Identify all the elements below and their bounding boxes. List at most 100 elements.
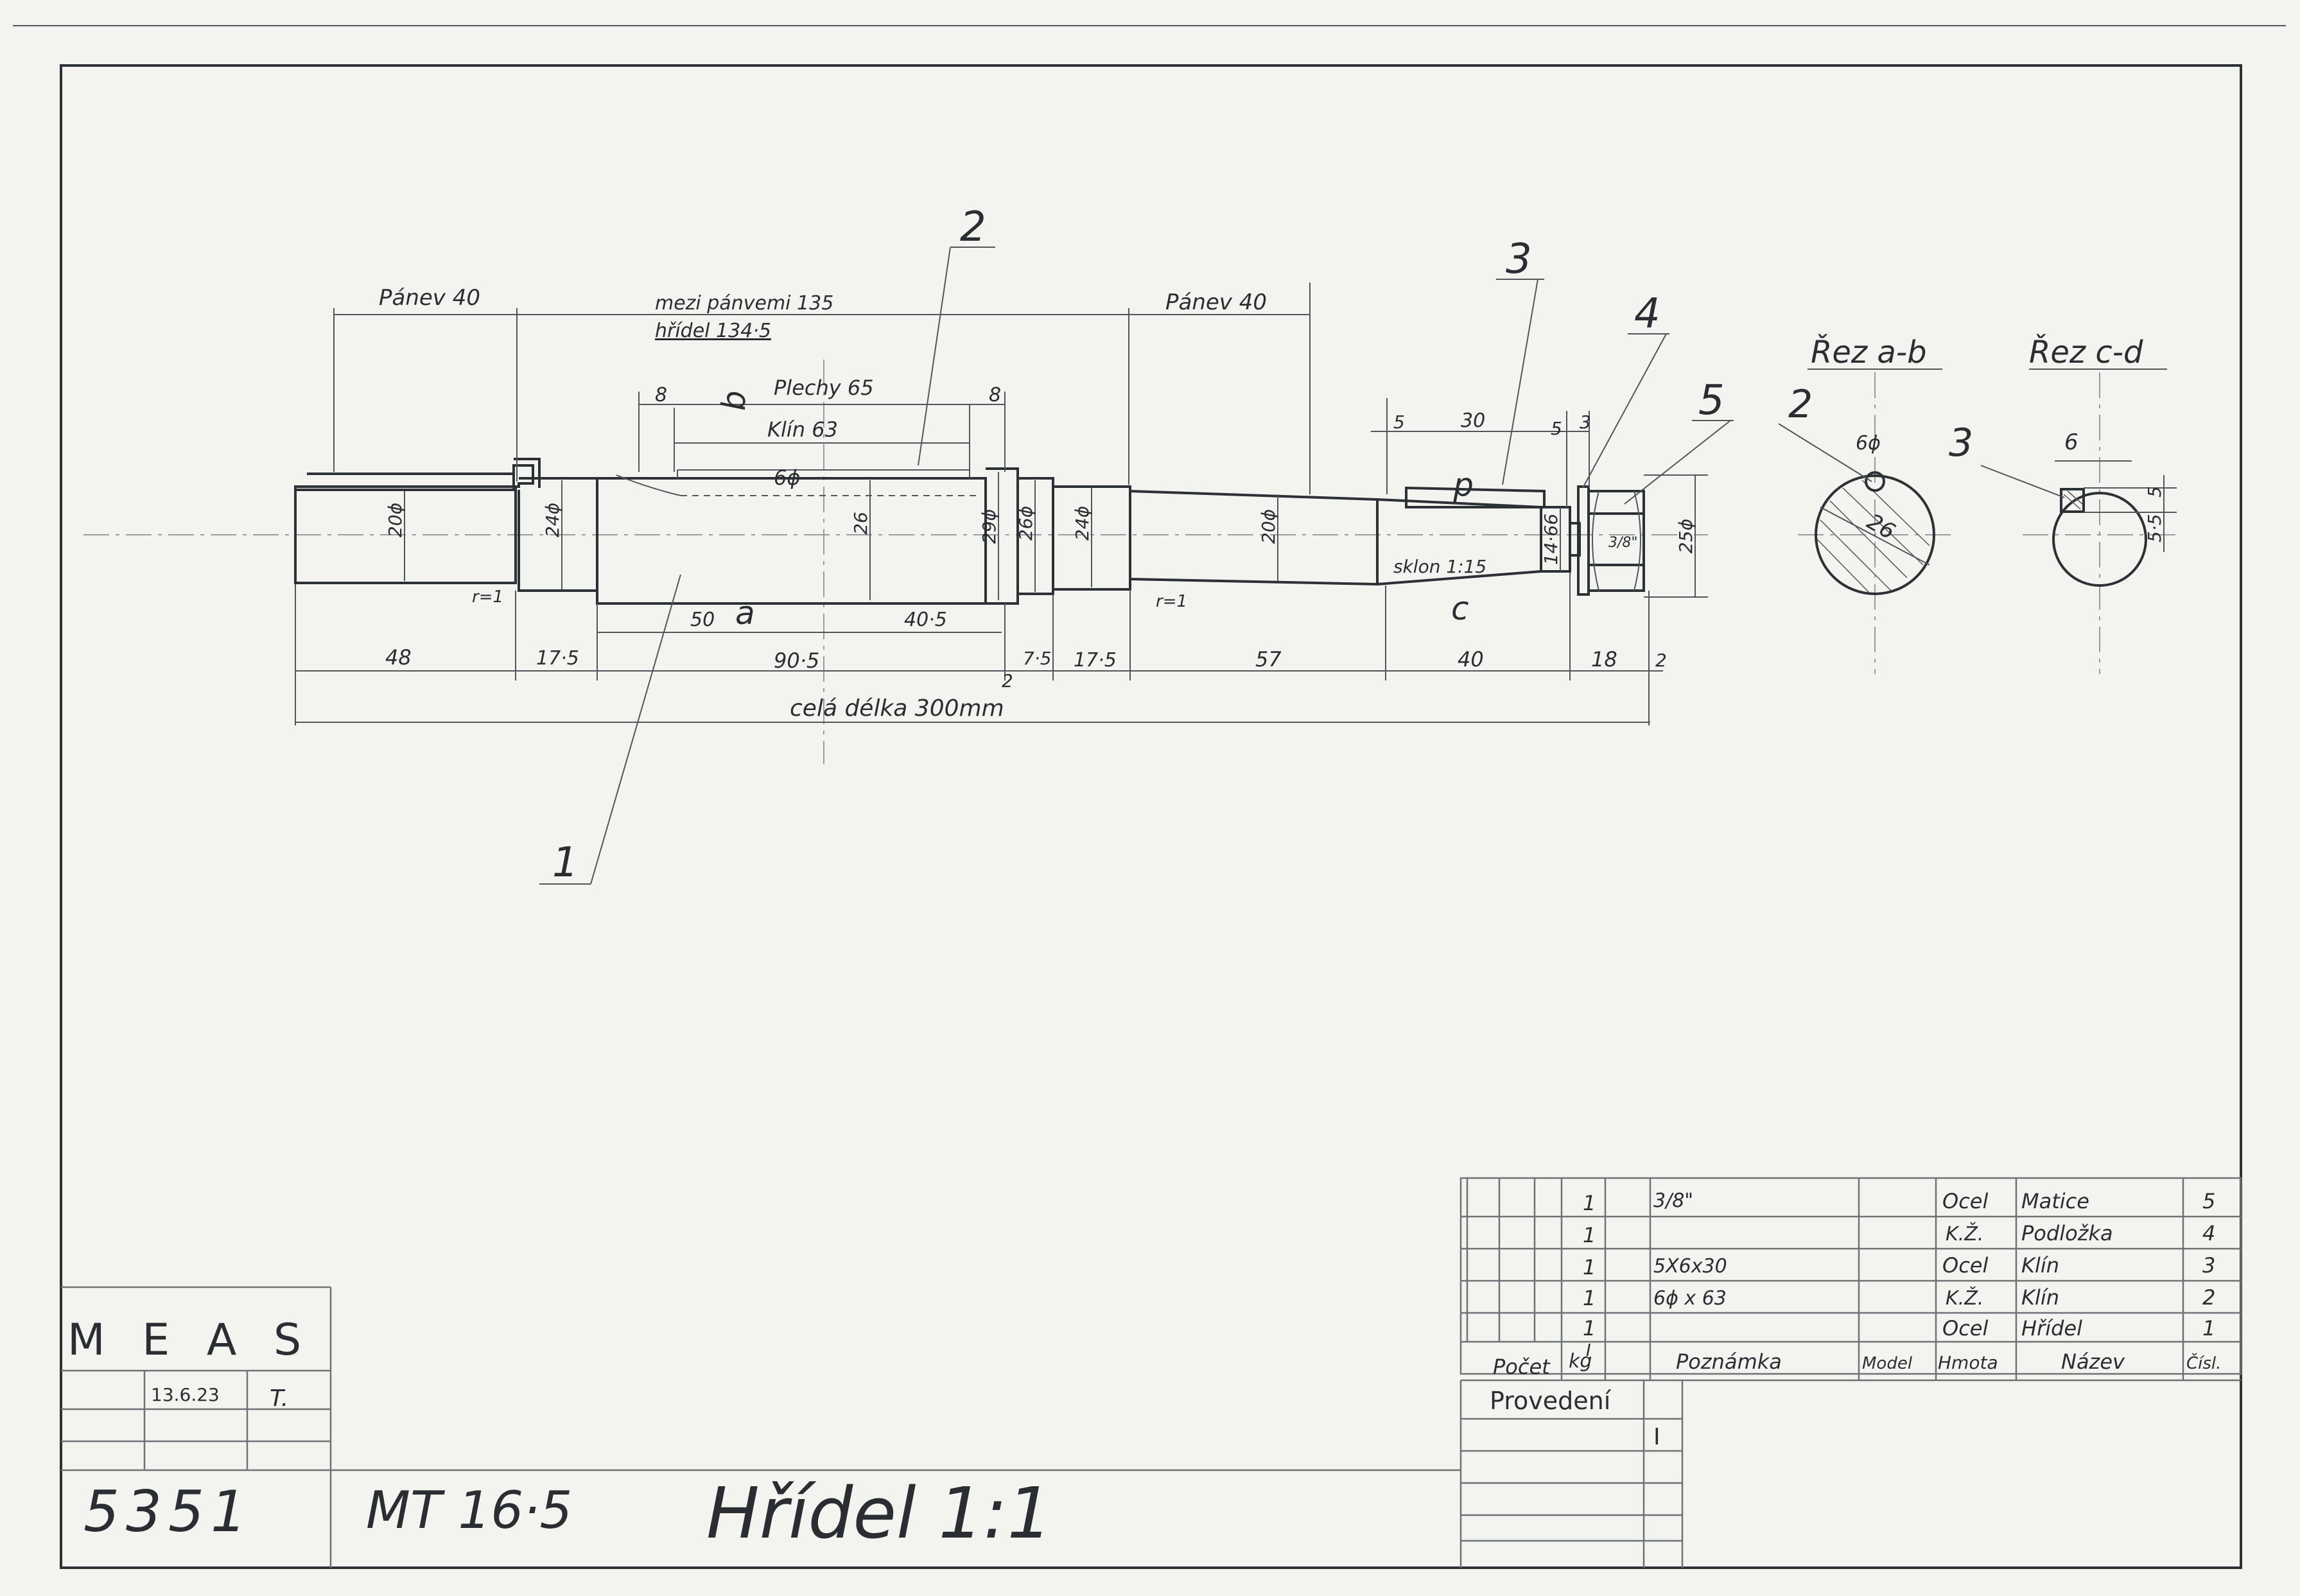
section-cd-5: 5 — [2144, 486, 2165, 498]
nut — [1587, 490, 1645, 592]
part-label-3: 3 — [1506, 236, 1532, 283]
part-label-1: 1 — [552, 839, 579, 887]
dim-5-right: 5 — [1551, 418, 1562, 439]
row-1-nazev: Hřídel — [2021, 1316, 2082, 1340]
label-c: c — [1451, 590, 1469, 627]
row-5-poznamka: 3/8" — [1653, 1190, 1693, 1212]
section-cd-title: Řez c-d — [2029, 334, 2143, 370]
part-leaders — [539, 247, 1734, 885]
dim-25phi: 25ϕ — [1675, 519, 1696, 553]
row-3-poznamka: 5X6x30 — [1653, 1255, 1727, 1278]
row-1-cislo: 1 — [2202, 1316, 2215, 1340]
parts-table-header: Počet I kg Poznámka Model Hmota Název Čí… — [1493, 1341, 2221, 1379]
row-2-poznamka: 6ϕ x 63 — [1653, 1287, 1727, 1310]
dim-57: 57 — [1255, 647, 1282, 672]
row-4-cislo: 4 — [2202, 1221, 2215, 1245]
dim-5-left: 5 — [1393, 412, 1405, 433]
dim-48: 48 — [385, 645, 412, 670]
dim-30: 30 — [1461, 410, 1485, 432]
left-flange — [514, 458, 541, 488]
parts-row-3: 1 5X6x30 Ocel Klín 3 — [1583, 1253, 2215, 1279]
section-cd-width: 6 — [2064, 429, 2078, 455]
header-nazev: Název — [2061, 1349, 2125, 1374]
keyway-slot-curve — [616, 474, 681, 496]
key-part-3 — [1405, 486, 1546, 508]
row-2-cislo: 2 — [2202, 1285, 2215, 1310]
section-cd-part: 3 — [1949, 421, 1973, 465]
header-hmota: Hmota — [1938, 1352, 1998, 1373]
dim-50: 50 — [690, 609, 715, 631]
part-label-2: 2 — [960, 204, 986, 251]
row-4-hmota: K.Ž. — [1946, 1222, 1983, 1245]
dim-8-right: 8 — [989, 384, 1001, 406]
dim-panev-right: Pánev 40 — [1165, 290, 1267, 315]
dim-klin: Klín 63 — [767, 417, 838, 442]
dim-18: 18 — [1591, 647, 1617, 672]
drawing-date: 13.6.23 — [151, 1384, 220, 1405]
dim-24phi-left: 24ϕ — [542, 503, 563, 537]
dim-6phi: 6ϕ — [774, 465, 800, 490]
dim-17-5-right: 17·5 — [1074, 649, 1117, 672]
part-label-4: 4 — [1634, 290, 1660, 338]
row-5-hmota: Ocel — [1942, 1189, 1988, 1213]
header-model: Model — [1862, 1354, 1913, 1373]
provedeni-value: I — [1653, 1424, 1660, 1450]
header-pocet: Počet — [1493, 1355, 1551, 1379]
label-a: a — [735, 594, 755, 632]
nut-chamfer — [1592, 490, 1641, 591]
parts-row-1: 1 Ocel Hřídel 1 — [1583, 1316, 2215, 1340]
provedeni-label: Provedení — [1490, 1387, 1612, 1415]
row-2-hmota: K.Ž. — [1946, 1287, 1983, 1310]
dim-r1-left: r=1 — [472, 587, 503, 607]
dim-hridel-length: hřídel 134·5 — [655, 320, 771, 342]
shaft-outline — [294, 464, 1581, 605]
parts-row-4: 1 K.Ž. Podložka 4 — [1583, 1221, 2215, 1247]
header-cislo: Čísl. — [2186, 1353, 2221, 1373]
shaft-view — [83, 360, 1708, 764]
sheet-border — [60, 64, 2242, 1569]
row-3-hmota: Ocel — [1942, 1253, 1988, 1278]
drawing-model: MT 16·5 — [366, 1480, 572, 1540]
dim-14-66: 14·66 — [1540, 514, 1562, 565]
label-d: d — [1453, 471, 1474, 508]
dim-thread: 3/8" — [1608, 535, 1638, 551]
row-1-pocet: 1 — [1583, 1316, 1596, 1340]
row-2-pocet: 1 — [1583, 1286, 1596, 1310]
row-2-nazev: Klín — [2021, 1285, 2059, 1310]
dim-2-left: 2 — [1002, 670, 1013, 691]
dim-24phi-right: 24ϕ — [1072, 506, 1093, 541]
label-b: b — [715, 390, 753, 411]
row-3-pocet: 1 — [1583, 1255, 1596, 1279]
dim-cela-delka: celá délka 300mm — [790, 695, 1004, 722]
dim-3: 3 — [1580, 412, 1591, 433]
dim-40: 40 — [1458, 647, 1484, 672]
section-ab-phi: 6ϕ — [1856, 432, 1881, 455]
drawing-number: 5351 — [83, 1479, 253, 1545]
dim-17-5-left: 17·5 — [536, 647, 579, 670]
row-5-nazev: Matice — [2021, 1189, 2089, 1213]
dim-26: 26 — [850, 512, 871, 535]
section-ab: Řez a-b 2 6ϕ 26 — [1778, 334, 1952, 674]
parts-row-5: 1 3/8" Ocel Matice 5 — [1583, 1189, 2215, 1215]
row-3-nazev: Klín — [2021, 1253, 2059, 1278]
row-5-pocet: 1 — [1583, 1191, 1596, 1215]
parts-table-grid — [1459, 1177, 2242, 1568]
org-name: M E A S — [67, 1315, 313, 1366]
row-4-pocet: 1 — [1583, 1223, 1596, 1247]
dim-7-5: 7·5 — [1023, 648, 1052, 669]
dim-40-5: 40·5 — [904, 609, 947, 631]
section-cd: Řez c-d 3 6 5 5·5 — [1949, 334, 2177, 674]
dim-20phi-right: 20ϕ — [1258, 509, 1279, 544]
dim-sklon: sklon 1:15 — [1393, 556, 1486, 577]
part-label-5: 5 — [1698, 377, 1725, 424]
header-kg: kg — [1569, 1350, 1592, 1373]
dim-plechy: Plechy 65 — [774, 376, 874, 400]
dimension-lines — [295, 314, 1696, 723]
section-cd-5-5: 5·5 — [2144, 514, 2165, 542]
dim-8-left: 8 — [655, 384, 667, 406]
title-block-grid — [61, 1286, 1461, 1568]
drawing-title: Hřídel 1:1 — [706, 1472, 1052, 1554]
header-poznamka: Poznámka — [1676, 1349, 1782, 1374]
dim-panev-left: Pánev 40 — [379, 285, 480, 311]
